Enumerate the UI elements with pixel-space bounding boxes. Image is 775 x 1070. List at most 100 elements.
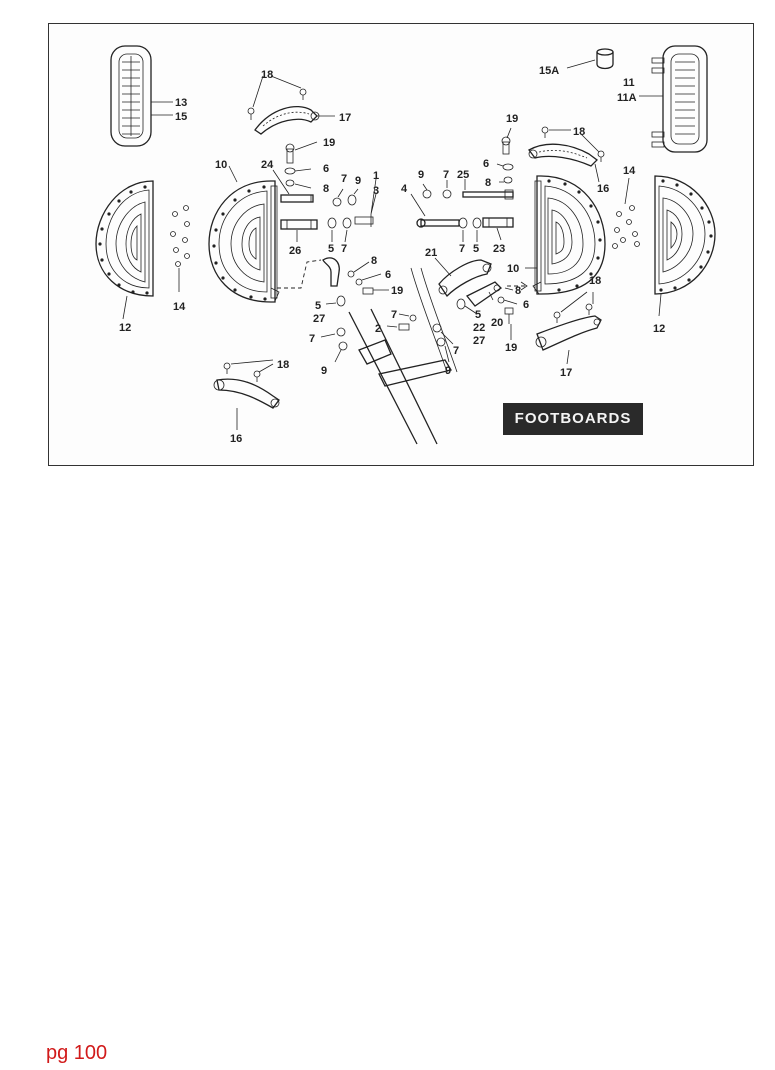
callout-2: 2 [375,323,381,335]
callout-7: 7 [443,169,449,181]
callout-19: 19 [505,342,517,354]
callout-9: 9 [355,175,361,187]
callout-16: 16 [230,433,242,445]
callout-14: 14 [173,301,186,313]
grommet-15a [596,48,614,70]
washer-set-right-center [458,217,482,229]
support-bracket-right-upper [528,143,598,167]
callout-7: 7 [453,345,459,357]
callout-25: 25 [457,169,469,181]
lever-20 [465,281,503,307]
callout-8: 8 [371,255,377,267]
callout-6: 6 [483,158,489,170]
callout-7: 7 [341,243,347,255]
footboard-pan-right-outer [654,175,716,295]
callout-5: 5 [475,309,481,321]
callout-7: 7 [459,243,465,255]
callout-7: 7 [341,173,347,185]
callout-27: 27 [473,335,485,347]
footboard-pan-left-outer [95,180,154,297]
bolt-2 [398,314,417,331]
callout-7: 7 [309,333,315,345]
callout-15: 15 [175,111,187,123]
callout-10: 10 [507,263,519,275]
diagram-frame: 18 17 13 15 19 6 8 24 10 7 9 1 3 26 5 7 … [48,23,754,466]
callout-12: 12 [119,322,131,334]
callout-6: 6 [385,269,391,281]
callout-15a: 15A [539,65,559,77]
footboard-mat-left [110,45,152,147]
callout-9: 9 [418,169,424,181]
fastener-set-tube [432,323,446,347]
footboard-mat-right [651,45,708,153]
screw-18-right-lower [553,303,593,323]
callout-9: 9 [321,365,327,377]
screw-18-left-lower [223,362,261,382]
fastener-set-lower-left [336,327,348,351]
pin-26 [280,219,318,230]
callout-5: 5 [315,300,321,312]
diagram-title: FOOTBOARDS [503,403,643,435]
fastener-set-lever [347,270,374,295]
bolt-stack-right [501,136,514,184]
callout-18: 18 [573,126,585,138]
callout-24: 24 [261,159,274,171]
washer-5-right [456,298,466,310]
callout-5: 5 [328,243,334,255]
washer-set-left-center [327,194,374,229]
bolt-4 [416,218,460,228]
callout-18: 18 [277,359,289,371]
screw-18-right-upper [541,126,605,162]
link-bracket-21 [438,259,492,298]
callout-17: 17 [560,367,572,379]
page-number: pg 100 [46,1042,108,1064]
callout-27: 27 [313,313,325,325]
screw-set-left [170,205,190,267]
footboard-base-right [532,175,606,295]
callout-1: 1 [373,170,379,182]
callout-12: 12 [653,323,665,335]
footboard-base-left [208,180,280,303]
callout-7: 7 [391,309,397,321]
callout-23: 23 [493,243,505,255]
callout-13: 13 [175,97,187,109]
footboards-exploded-diagram: 18 17 13 15 19 6 8 24 10 7 9 1 3 26 5 7 … [95,45,716,445]
callout-26: 26 [289,245,301,257]
lever-27 [322,257,340,287]
callout-17: 17 [339,112,351,124]
callout-8: 8 [485,177,491,189]
bolt-stack-left [284,143,296,187]
support-bracket-left-lower [213,378,280,409]
callout-6: 6 [323,163,329,175]
callout-20: 20 [491,317,503,329]
callout-16: 16 [597,183,609,195]
pin-23 [482,217,514,228]
callout-19: 19 [506,113,518,125]
callout-11: 11 [623,77,635,89]
support-bracket-right-lower [535,315,602,351]
callout-4: 4 [401,183,408,195]
screw-set-right [612,205,640,249]
callout-9: 9 [445,365,451,377]
callout-14: 14 [623,165,636,177]
callout-19: 19 [391,285,403,297]
callout-21: 21 [425,247,437,259]
callout-11a: 11A [617,92,637,104]
callout-8: 8 [515,285,521,297]
callout-3: 3 [373,185,379,197]
frame-tube [348,267,458,445]
washer-5-lower [336,295,346,307]
support-bracket-left-upper [254,106,320,135]
callout-18: 18 [589,275,601,287]
callout-6: 6 [523,299,529,311]
callout-18: 18 [261,69,273,81]
callout-8: 8 [323,183,329,195]
callout-19: 19 [323,137,335,149]
nut-9-center [422,189,432,199]
callout-5: 5 [473,243,479,255]
callout-10: 10 [215,159,227,171]
screw-18-left-upper [247,88,307,120]
pin-24 [280,194,314,203]
pin-25 [462,189,514,200]
washer-7-center [442,189,452,199]
